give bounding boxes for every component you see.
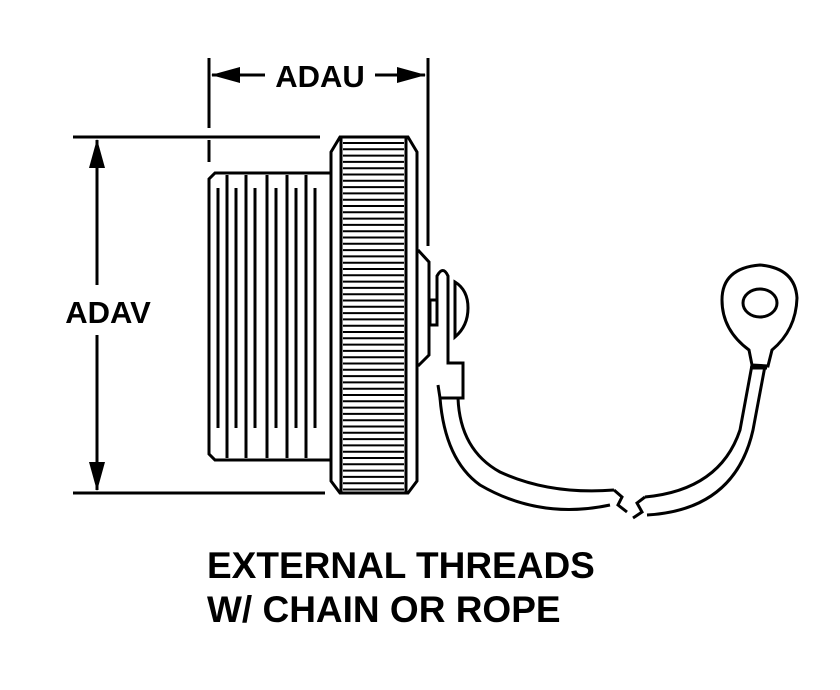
arrowhead-left	[211, 67, 240, 83]
width-dimension-label: ADAU	[275, 59, 365, 94]
arrowhead-right	[397, 67, 426, 83]
knurl-lines	[343, 142, 404, 491]
arrowhead-top	[89, 139, 105, 168]
height-dimension-label: ADAV	[65, 295, 151, 330]
threaded-body	[207, 171, 330, 462]
chain-attachment	[416, 248, 799, 520]
knurled-cap	[329, 135, 419, 495]
dimension-adav: ADAV	[65, 135, 325, 495]
caption-line-2: W/ CHAIN OR ROPE	[207, 589, 561, 630]
dimension-adau: ADAU	[207, 58, 430, 246]
caption-line-1: EXTERNAL THREADS	[207, 545, 595, 586]
arrowhead-bottom	[89, 462, 105, 491]
